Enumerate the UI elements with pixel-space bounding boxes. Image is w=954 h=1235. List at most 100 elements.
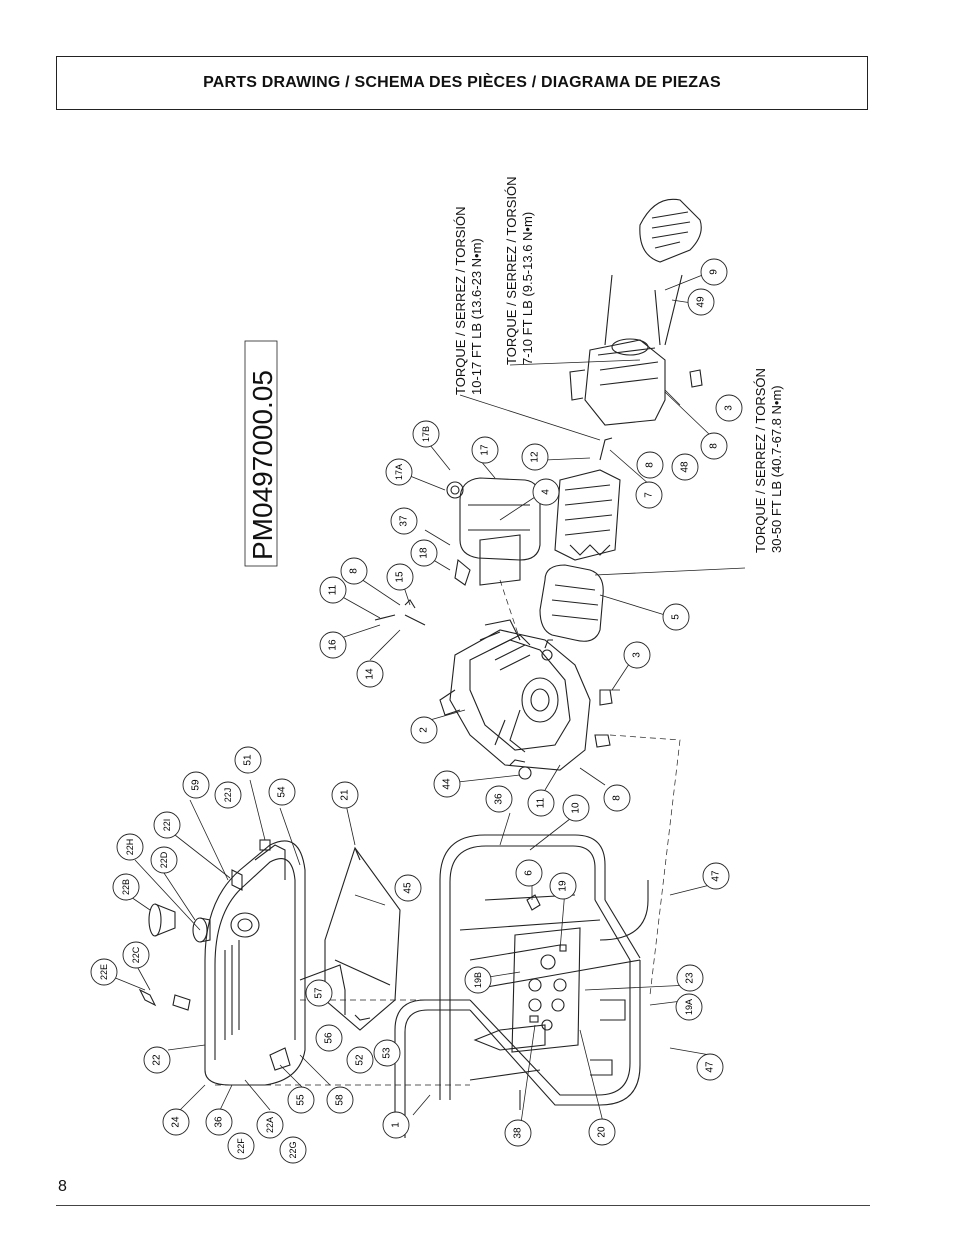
svg-text:3: 3 (724, 405, 735, 411)
callout-19: 19 (549, 872, 577, 900)
callout-8: 8 (636, 451, 664, 479)
heat-shield (324, 846, 401, 1031)
svg-text:7-10 FT LB (9.5-13.6 N•m): 7-10 FT LB (9.5-13.6 N•m) (520, 212, 535, 365)
svg-text:4: 4 (541, 489, 552, 495)
torque-note-2: TORQUE / SERREZ / TORSIÓN 7-10 FT LB (9.… (504, 176, 535, 365)
svg-text:11: 11 (536, 797, 547, 808)
callout-22g: 22G (279, 1136, 307, 1164)
callout-1: 1 (382, 1111, 410, 1139)
svg-text:18: 18 (419, 547, 430, 559)
muffler (446, 477, 541, 586)
callout-55: 55 (287, 1086, 315, 1114)
svg-text:19B: 19B (473, 972, 483, 988)
svg-text:22C: 22C (131, 946, 141, 963)
svg-text:17A: 17A (394, 464, 404, 480)
torque-note-1: TORQUE / SERREZ / TORSIÓN 10-17 FT LB (1… (453, 206, 484, 395)
svg-text:22I: 22I (162, 819, 172, 832)
svg-text:23: 23 (685, 972, 696, 984)
svg-text:8: 8 (645, 462, 656, 468)
svg-text:47: 47 (705, 1061, 716, 1073)
callout-18: 18 (410, 539, 438, 567)
svg-text:47: 47 (711, 870, 722, 882)
callout-49: 49 (687, 288, 715, 316)
svg-text:22J: 22J (223, 788, 233, 803)
svg-text:19A: 19A (684, 999, 694, 1015)
callout-37: 37 (390, 507, 418, 535)
svg-text:2: 2 (419, 727, 430, 733)
callout-22i: 22I (153, 811, 181, 839)
callout-14: 14 (356, 660, 384, 688)
engine-mount (599, 689, 613, 706)
engine-mount (594, 734, 611, 748)
callout-22: 22 (143, 1046, 171, 1074)
callout-9: 9 (700, 258, 728, 286)
svg-text:11: 11 (328, 584, 339, 595)
svg-text:55: 55 (296, 1094, 307, 1106)
svg-text:16: 16 (328, 639, 339, 651)
callout-22c: 22C (122, 941, 150, 969)
fuel-valve (138, 988, 157, 1007)
callout-22e: 22E (90, 958, 118, 986)
svg-text:44: 44 (442, 778, 453, 790)
svg-text:22F: 22F (236, 1138, 246, 1154)
svg-text:22H: 22H (125, 839, 135, 856)
callout-markers: 1 2 3 3 4 5 6 7 8 8 8 8 9 10 11 11 12 14… (90, 258, 743, 1164)
fuel-filter (192, 917, 211, 943)
callout-54: 54 (268, 778, 296, 806)
callout-7: 7 (635, 481, 663, 509)
svg-text:57: 57 (314, 987, 325, 999)
svg-text:PM0497000.05: PM0497000.05 (247, 370, 278, 560)
callout-47: 47 (696, 1053, 724, 1081)
rotor (554, 437, 621, 561)
through-bolt (604, 274, 613, 346)
callout-44: 44 (433, 770, 461, 798)
callout-38: 38 (504, 1119, 532, 1147)
svg-text:22E: 22E (99, 964, 109, 980)
svg-text:19: 19 (558, 880, 569, 892)
callout-22a: 22A (256, 1111, 284, 1139)
callout-3: 3 (623, 641, 651, 669)
svg-text:30-50 FT LB (40.7-67.8 N•m): 30-50 FT LB (40.7-67.8 N•m) (769, 385, 784, 553)
svg-text:20: 20 (597, 1126, 608, 1138)
svg-text:54: 54 (277, 786, 288, 798)
fuel-fitting (269, 1047, 291, 1071)
title-box: PARTS DRAWING / SCHEMA DES PIÈCES / DIAG… (56, 56, 868, 110)
svg-text:48: 48 (680, 461, 691, 473)
parts-drawing: 1 2 3 3 4 5 6 7 8 8 8 8 9 10 11 11 12 14… (60, 115, 900, 1175)
svg-text:15: 15 (395, 571, 406, 583)
oil-cap (518, 766, 532, 780)
svg-text:TORQUE / SERREZ / TORSIÓN: TORQUE / SERREZ / TORSIÓN (453, 206, 468, 395)
svg-text:TORQUE / SERREZ / TORSÓN: TORQUE / SERREZ / TORSÓN (753, 368, 768, 553)
callout-57: 57 (305, 979, 333, 1007)
callout-11: 11 (527, 789, 555, 817)
svg-text:56: 56 (324, 1032, 335, 1044)
svg-text:22D: 22D (159, 851, 169, 868)
callout-23: 23 (676, 964, 704, 992)
svg-text:52: 52 (355, 1054, 366, 1066)
stator-housing (569, 338, 666, 426)
svg-text:51: 51 (243, 754, 254, 766)
svg-text:22A: 22A (265, 1117, 275, 1133)
callout-51: 51 (234, 746, 262, 774)
svg-text:10-17 FT LB (13.6-23 N•m): 10-17 FT LB (13.6-23 N•m) (469, 238, 484, 395)
svg-text:53: 53 (382, 1047, 393, 1059)
callout-17a: 17A (385, 458, 413, 486)
callout-45: 45 (394, 874, 422, 902)
callout-58: 58 (326, 1086, 354, 1114)
svg-text:37: 37 (399, 515, 410, 527)
fuel-tank (204, 839, 306, 1086)
page-number: 8 (58, 1178, 67, 1195)
svg-text:8: 8 (612, 795, 623, 801)
callout-22d: 22D (150, 846, 178, 874)
svg-text:8: 8 (349, 568, 360, 574)
svg-text:45: 45 (403, 882, 414, 894)
callout-59: 59 (182, 771, 210, 799)
svg-text:3: 3 (632, 652, 643, 658)
callout-56: 56 (315, 1024, 343, 1052)
svg-text:TORQUE / SERREZ / TORSIÓN: TORQUE / SERREZ / TORSIÓN (504, 176, 519, 365)
svg-text:12: 12 (530, 451, 541, 463)
svg-text:8: 8 (709, 443, 720, 449)
end-cover (639, 198, 702, 263)
frame (394, 834, 649, 1138)
svg-text:22: 22 (152, 1054, 163, 1066)
